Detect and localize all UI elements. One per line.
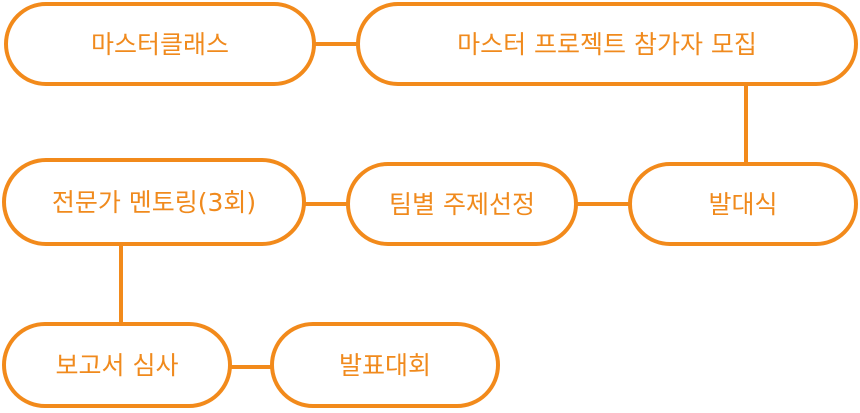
connector-launch-topic (576, 202, 630, 206)
node-report-review: 보고서 심사 (2, 322, 232, 408)
connector-masterclass-recruit (314, 42, 358, 46)
node-expert-mentoring: 전문가 멘토링(3회) (2, 158, 306, 246)
node-masterclass: 마스터클래스 (4, 2, 316, 86)
node-participant-recruitment: 마스터 프로젝트 참가자 모집 (356, 2, 858, 86)
connector-mentoring-review (119, 244, 123, 324)
node-presentation-contest: 발표대회 (270, 322, 500, 408)
connector-recruit-launch (744, 86, 748, 164)
node-launch-ceremony: 발대식 (628, 162, 858, 246)
connector-topic-mentoring (304, 202, 348, 206)
connector-review-presentation (230, 365, 272, 369)
node-topic-selection: 팀별 주제선정 (346, 162, 578, 246)
